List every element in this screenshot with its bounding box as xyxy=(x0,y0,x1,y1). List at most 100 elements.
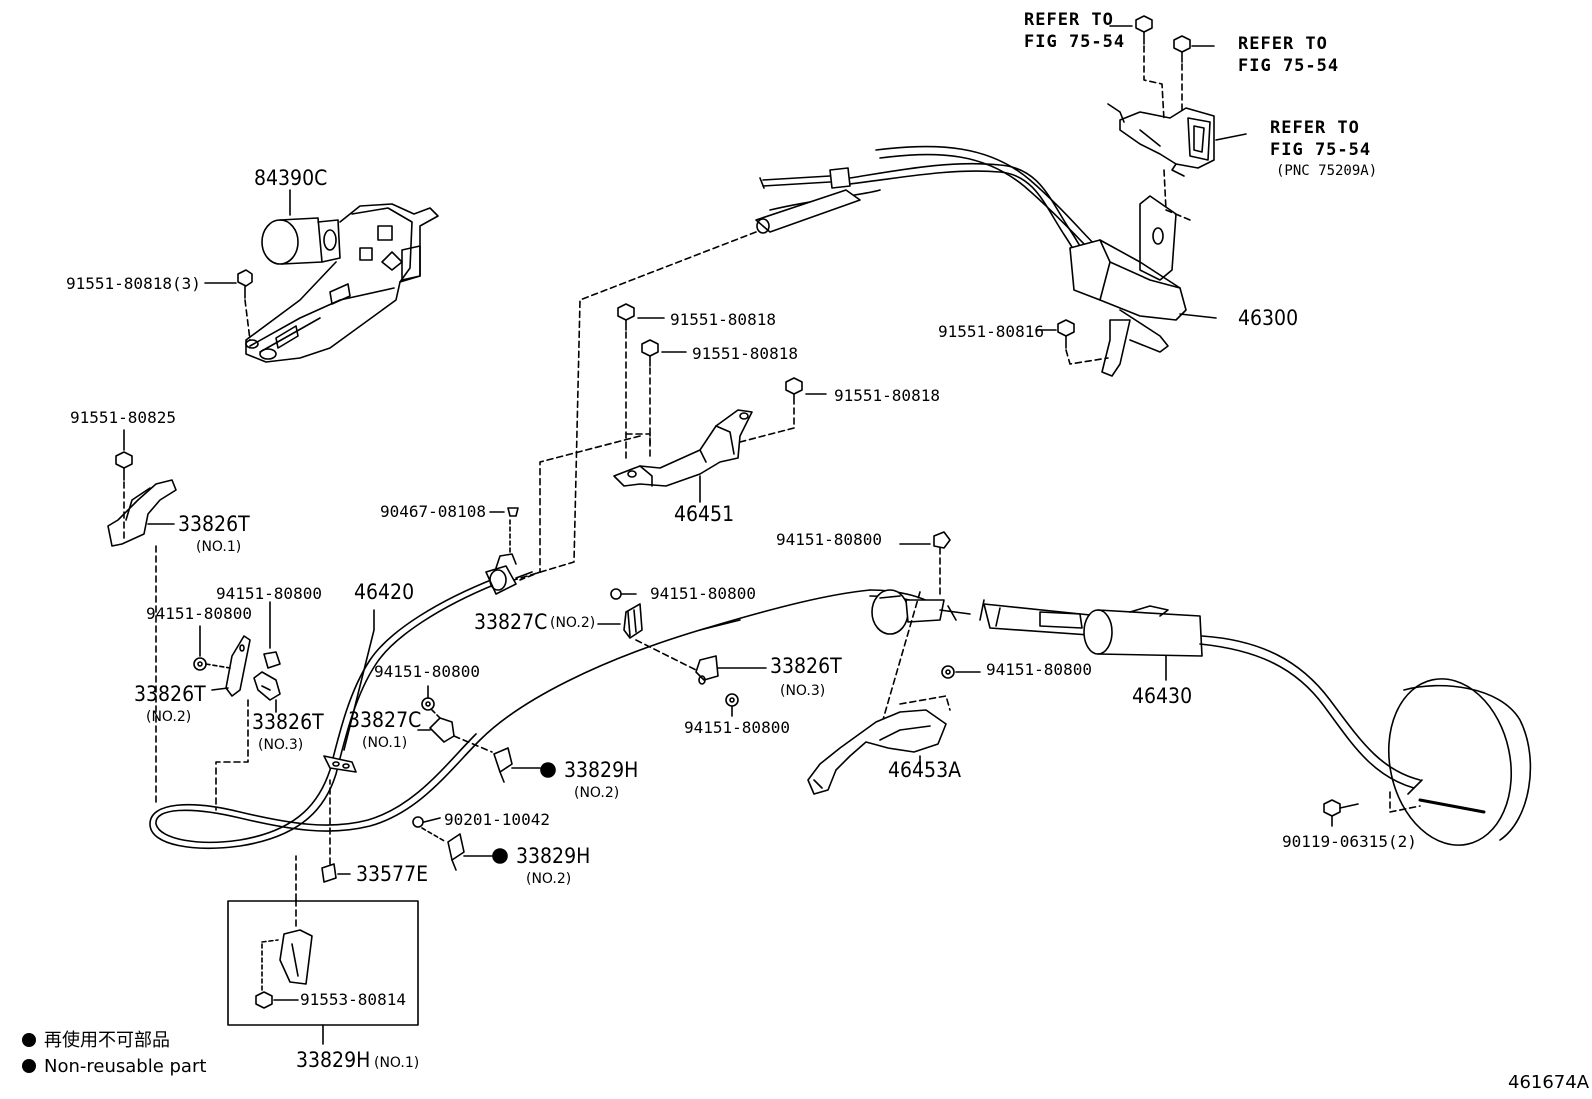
label-91553-80814[interactable]: 91553-80814 xyxy=(300,990,406,1009)
bolt-icon-91551-80818-a xyxy=(617,303,665,463)
refer-c-line1: REFER TO xyxy=(1270,118,1360,138)
label-46300[interactable]: 46300 xyxy=(1238,306,1299,330)
legend-line1: 再使用不可部品 xyxy=(22,1032,170,1050)
nut-icon-94151-80800-top xyxy=(879,531,951,731)
label-33827c-no2-sub: (NO.2) xyxy=(550,615,596,631)
label-33826t-no2[interactable]: 33826T xyxy=(134,682,206,706)
label-33577e[interactable]: 33577E xyxy=(356,862,429,886)
dashed-link-rod xyxy=(513,231,757,581)
refer-c-line3: (PNC 75209A) xyxy=(1276,163,1378,179)
label-91551-80818-c[interactable]: 91551-80818 xyxy=(834,386,940,405)
bracket-46453A xyxy=(807,695,951,795)
refer-c-line2: FIG 75-54 xyxy=(1270,140,1372,160)
label-33829h-no2-b-sub: (NO.2) xyxy=(526,871,572,887)
label-46430[interactable]: 46430 xyxy=(1132,684,1193,708)
clip-33827c-no1 xyxy=(417,717,455,743)
label-33829h-no2-b[interactable]: 33829H xyxy=(516,844,591,868)
label-33826t-no1-sub: (NO.1) xyxy=(196,539,242,555)
dashed-link-46451 xyxy=(519,435,641,581)
clip-33826t-no1 xyxy=(107,479,177,547)
legend-line2: Non-reusable part xyxy=(22,1058,206,1076)
leader-refer-c xyxy=(1215,133,1247,141)
detail-box-33829h-no1 xyxy=(227,855,419,1045)
label-91551-80818-a[interactable]: 91551-80818 xyxy=(670,310,776,329)
label-33826t-no3[interactable]: 33826T xyxy=(252,710,324,734)
bracket-46451 xyxy=(613,409,753,503)
label-33826t-no2-sub: (NO.2) xyxy=(146,709,192,725)
bolt-icon-90119-06315-2 xyxy=(1323,799,1359,827)
clip-33826t-no2 xyxy=(211,635,251,697)
nut-icon-94151-80800-l1 xyxy=(193,625,231,671)
label-33829h-no2-a[interactable]: 33829H xyxy=(564,758,639,782)
nut-icon-94151-80800-r xyxy=(941,665,981,679)
label-33827c-no1-sub: (NO.1) xyxy=(362,735,408,751)
leader-46420 xyxy=(343,609,375,751)
grommet-33577e xyxy=(321,779,351,883)
label-33829h-no1-sub: (NO.1) xyxy=(374,1055,420,1071)
equalizer-assembly xyxy=(869,589,971,635)
bolt-icon-91551-80816 xyxy=(1035,319,1109,365)
refer-b-line1: REFER TO xyxy=(1238,34,1328,54)
refer-a-line1: REFER TO xyxy=(1024,10,1114,30)
clip-33827c-no2 xyxy=(597,603,643,639)
label-46451[interactable]: 46451 xyxy=(674,502,735,526)
dashed-33827c-no2 xyxy=(635,639,701,673)
refer-a-line2: FIG 75-54 xyxy=(1024,32,1126,52)
label-91551-80818-3[interactable]: 91551-80818(3) xyxy=(66,274,201,293)
nut-icon-94151-80800-l2 xyxy=(263,601,281,669)
nut-icon-94151-80800-m1 xyxy=(610,588,637,600)
label-91551-80816[interactable]: 91551-80816 xyxy=(938,322,1044,341)
label-33827c-no2[interactable]: 33827C xyxy=(474,610,548,634)
clip-33829h-no2-a xyxy=(493,747,556,783)
label-94151-80800-c[interactable]: 94151-80800 xyxy=(374,662,480,681)
clip-33826t-no3 xyxy=(253,671,281,713)
non-reusable-dot-icon xyxy=(22,1059,36,1073)
label-90467-08108[interactable]: 90467-08108 xyxy=(380,502,486,521)
label-94151-80800-l1[interactable]: 94151-80800 xyxy=(146,604,252,623)
cable-46300 xyxy=(755,145,1217,377)
label-84390c[interactable]: 84390C xyxy=(254,166,328,190)
bolt-icon-91551-80818-3 xyxy=(204,269,253,341)
clip-33826t-no3-center xyxy=(695,655,767,685)
refer-b-line2: FIG 75-54 xyxy=(1238,56,1340,76)
cable-46420 xyxy=(149,553,871,849)
nut-icon-90201-10042 xyxy=(412,816,441,828)
dashed-33827c-no1 xyxy=(453,735,493,753)
clip-icon-90467-08108 xyxy=(489,507,519,517)
cable-segment xyxy=(699,619,741,631)
legend-line2-text: Non-reusable part xyxy=(44,1056,207,1077)
label-94151-80800-l2[interactable]: 94151-80800 xyxy=(216,584,322,603)
clip-33829h-no2-b xyxy=(421,827,508,871)
label-91551-80818-b[interactable]: 91551-80818 xyxy=(692,344,798,363)
label-33826t-no3-center[interactable]: 33826T xyxy=(770,654,842,678)
label-91551-80825[interactable]: 91551-80825 xyxy=(70,408,176,427)
label-94151-80800-m2[interactable]: 94151-80800 xyxy=(684,718,790,737)
nut-icon-94151-80800-c xyxy=(421,685,441,719)
label-90119-06315-2[interactable]: 90119-06315(2) xyxy=(1282,832,1417,851)
legend-line1-text: 再使用不可部品 xyxy=(44,1030,170,1051)
label-94151-80800-top[interactable]: 94151-80800 xyxy=(776,530,882,549)
dashed-33826t-no2 xyxy=(215,699,249,811)
label-33829h-no2-a-sub: (NO.2) xyxy=(574,785,620,801)
figure-id: 461674A xyxy=(1508,1072,1590,1093)
label-90201-10042[interactable]: 90201-10042 xyxy=(444,810,550,829)
bolt-icon-refer-a xyxy=(1109,15,1165,121)
label-33826t-no3-center-sub: (NO.3) xyxy=(780,683,826,699)
drum-brake xyxy=(1387,678,1532,846)
label-94151-80800-r[interactable]: 94151-80800 xyxy=(986,660,1092,679)
label-33826t-no1[interactable]: 33826T xyxy=(178,512,250,536)
bracket-upper-right xyxy=(1107,103,1215,281)
rod-46430 xyxy=(979,599,1421,789)
label-46420[interactable]: 46420 xyxy=(354,580,415,604)
label-33829h-no1[interactable]: 33829H xyxy=(296,1048,371,1072)
bolt-icon-91551-80825 xyxy=(115,429,133,541)
label-33827c-no1[interactable]: 33827C xyxy=(348,708,422,732)
bolt-icon-91551-80818-b xyxy=(641,339,687,449)
label-94151-80800-m1[interactable]: 94151-80800 xyxy=(650,584,756,603)
pedal-assembly-84390c xyxy=(245,203,439,363)
non-reusable-dot-icon xyxy=(22,1033,36,1047)
label-33826t-no3-sub: (NO.3) xyxy=(258,737,304,753)
label-46453a[interactable]: 46453A xyxy=(888,758,962,782)
bolt-icon-refer-b xyxy=(1163,35,1215,221)
